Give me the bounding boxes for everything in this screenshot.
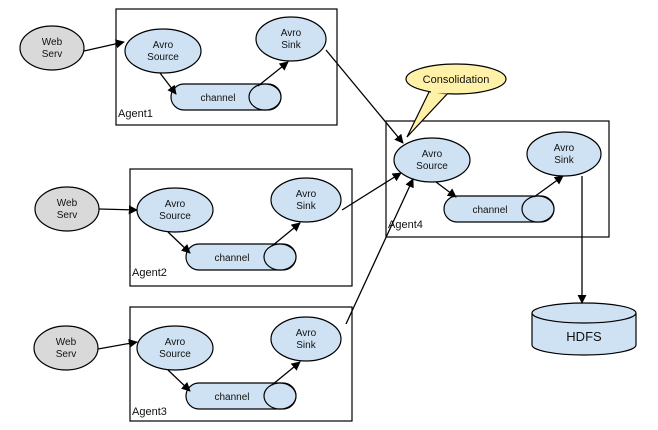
agent2-avro-source: Avro Source xyxy=(136,187,214,233)
agent3-channel-label: channel xyxy=(214,392,249,403)
arrow-webserv3-to-source3 xyxy=(97,338,138,350)
agent2-channel: channel xyxy=(185,243,297,271)
agent2-sink-line2: Sink xyxy=(296,201,316,212)
webserv-node-2: Web Serv xyxy=(34,186,100,232)
hdfs-cylinder: HDFS xyxy=(531,302,637,356)
agent4-source-line2: Source xyxy=(416,161,448,172)
agent2-label: Agent2 xyxy=(132,267,167,279)
agent2-source-line2: Source xyxy=(159,211,191,222)
agent1-channel: channel xyxy=(170,83,282,111)
agent3-avro-sink: Avro Sink xyxy=(270,316,342,362)
webserv-2-line1: Web xyxy=(57,198,78,209)
agent2-source-line1: Avro xyxy=(165,199,186,210)
arrow-webserv2-to-source2 xyxy=(98,205,138,215)
agent3-sink-line2: Sink xyxy=(296,340,316,351)
arrow-channel3-to-sink3 xyxy=(271,361,301,386)
agent1-avro-source: Avro Source xyxy=(124,28,202,74)
arrow-source3-to-channel3 xyxy=(167,369,191,392)
arrow-source4-to-channel4 xyxy=(435,181,457,198)
agent3-channel: channel xyxy=(185,382,297,410)
arrow-sink3-to-source4 xyxy=(345,178,414,325)
arrow-sink2-to-source4 xyxy=(341,172,402,211)
agent1-sink-line1: Avro xyxy=(281,28,302,39)
agent1-sink-line2: Sink xyxy=(281,40,301,51)
consolidation-label: Consolidation xyxy=(423,74,490,86)
hdfs-label: HDFS xyxy=(566,329,602,344)
arrow-source2-to-channel2 xyxy=(167,231,191,254)
agent4-box xyxy=(385,120,610,238)
agent1-channel-label: channel xyxy=(200,93,235,104)
webserv-2-line2: Serv xyxy=(57,210,78,221)
arrow-webserv1-to-source1 xyxy=(83,39,125,52)
agent1-source-line2: Source xyxy=(147,52,179,63)
agent2-avro-sink: Avro Sink xyxy=(270,177,342,223)
agent4-label: Agent4 xyxy=(388,219,423,231)
consolidation-callout: Consolidation xyxy=(405,63,507,138)
agent4-channel-label: channel xyxy=(472,205,507,216)
flow-arrows xyxy=(83,39,587,392)
agent4-avro-source: Avro Source xyxy=(393,137,471,183)
agent4-sink-line1: Avro xyxy=(554,143,575,154)
webserv-3-line1: Web xyxy=(56,337,77,348)
arrow-sink1-to-source4 xyxy=(325,49,404,144)
webserv-node-1: Web Serv xyxy=(19,25,85,71)
webserv-1-line2: Serv xyxy=(42,49,63,60)
agent4-channel: channel xyxy=(443,195,555,223)
arrow-source1-to-channel1 xyxy=(159,72,177,95)
webserv-1-line1: Web xyxy=(42,37,63,48)
arrow-channel4-to-sink4 xyxy=(533,175,564,198)
webserv-node-3: Web Serv xyxy=(33,325,99,371)
agent4-avro-sink: Avro Sink xyxy=(526,131,602,177)
agent1-avro-sink: Avro Sink xyxy=(255,16,327,62)
agent2-channel-label: channel xyxy=(214,253,249,264)
webserv-3-line2: Serv xyxy=(56,349,77,360)
agent4-source-line1: Avro xyxy=(422,149,443,160)
agent3-label: Agent3 xyxy=(132,406,167,418)
agent3-box xyxy=(129,306,353,422)
agent3-sink-line1: Avro xyxy=(296,328,317,339)
agent3-source-line2: Source xyxy=(159,349,191,360)
arrow-channel2-to-sink2 xyxy=(271,222,301,247)
agent3-source-line1: Avro xyxy=(165,337,186,348)
arrow-channel1-to-sink1 xyxy=(257,61,289,87)
agent2-box xyxy=(129,168,353,287)
agent3-avro-source: Avro Source xyxy=(136,325,214,371)
agent1-source-line1: Avro xyxy=(153,40,174,51)
agent1-label: Agent1 xyxy=(118,108,153,120)
agent1-box xyxy=(115,8,338,126)
agent4-sink-line2: Sink xyxy=(554,155,574,166)
agent2-sink-line1: Avro xyxy=(296,189,317,200)
